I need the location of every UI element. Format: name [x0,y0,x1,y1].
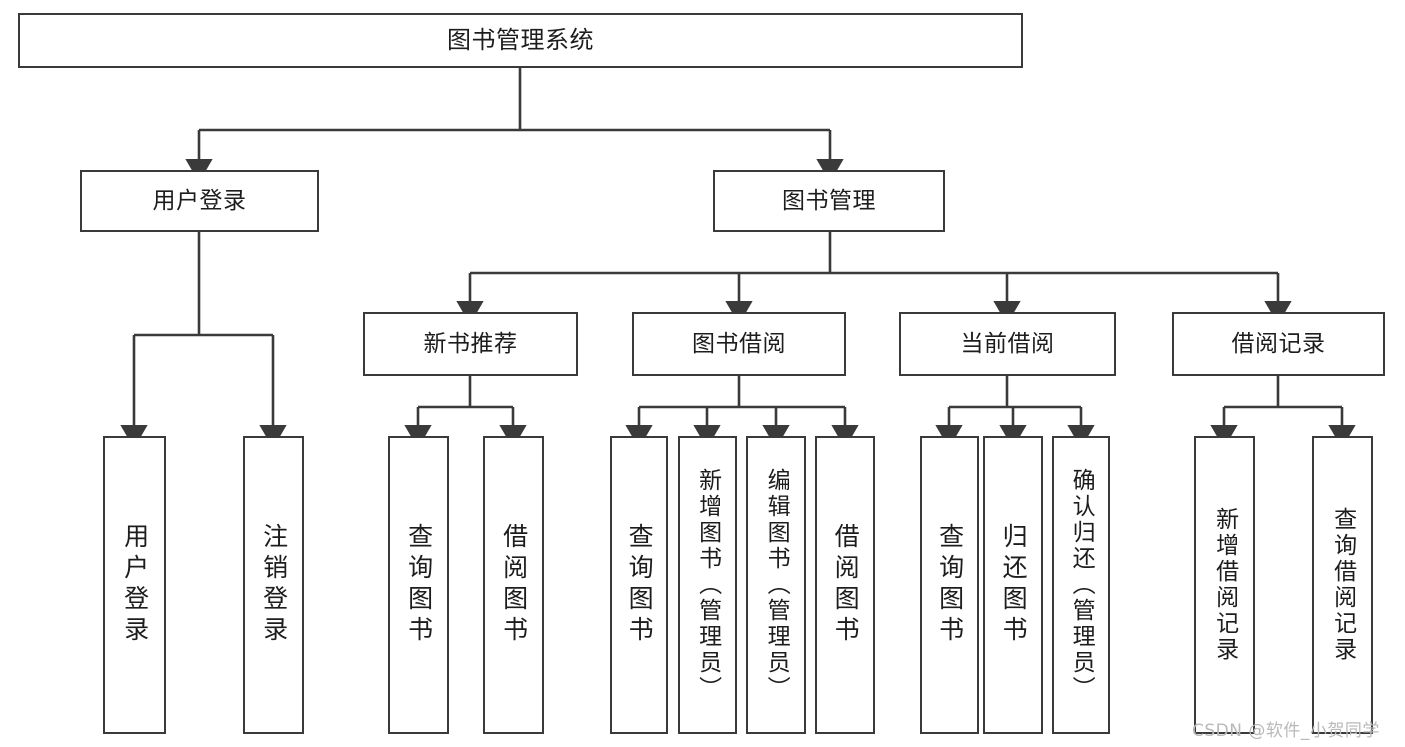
leaf-current-borrow-confirm-return-admin[interactable]: 确认归还（管理员） [1052,436,1110,734]
leaf-user-login[interactable]: 用户登录 [103,436,166,734]
node-label: 查询图书 [935,523,965,647]
node-label: 查询图书 [625,523,655,647]
node-book-borrowing[interactable]: 图书借阅 [632,312,846,376]
leaf-book-borrow-query-book[interactable]: 查询图书 [610,436,668,734]
node-label: 编辑图书（管理员） [763,468,790,702]
leaf-new-book-query-book[interactable]: 查询图书 [388,436,449,734]
leaf-book-borrow-borrow-book[interactable]: 借阅图书 [815,436,875,734]
node-new-book-recommendation[interactable]: 新书推荐 [363,312,578,376]
leaf-borrow-record-query-record[interactable]: 查询借阅记录 [1312,436,1373,734]
node-label: 图书管理 [782,187,876,214]
leaf-current-borrow-return-book[interactable]: 归还图书 [983,436,1043,734]
leaf-new-book-borrow-book[interactable]: 借阅图书 [483,436,544,734]
node-borrowing-record[interactable]: 借阅记录 [1172,312,1385,376]
node-label: 新增借阅记录 [1211,507,1238,663]
node-label: 借阅记录 [1231,330,1326,357]
node-book-management[interactable]: 图书管理 [713,170,945,232]
node-label: 查询图书 [404,523,434,647]
node-current-borrowing[interactable]: 当前借阅 [899,312,1116,376]
node-label: 注销登录 [259,523,289,647]
node-user-login[interactable]: 用户登录 [80,170,319,232]
node-root-book-management-system[interactable]: 图书管理系统 [18,13,1023,68]
node-label: 用户登录 [120,523,150,647]
node-label: 图书管理系统 [447,25,594,54]
node-label: 查询借阅记录 [1329,507,1356,663]
node-label: 归还图书 [999,523,1029,647]
node-label: 当前借阅 [960,330,1055,357]
node-label: 图书借阅 [692,330,786,357]
node-label: 新书推荐 [423,330,518,357]
node-label: 借阅图书 [499,523,529,647]
leaf-book-borrow-edit-book-admin[interactable]: 编辑图书（管理员） [746,436,806,734]
leaf-current-borrow-query-book[interactable]: 查询图书 [920,436,979,734]
leaf-book-borrow-add-book-admin[interactable]: 新增图书（管理员） [678,436,737,734]
csdn-watermark: CSDN @软件_小贺同学 [1192,721,1380,741]
leaf-borrow-record-add-record[interactable]: 新增借阅记录 [1194,436,1255,734]
node-label: 借阅图书 [831,523,861,647]
node-label: 用户登录 [152,187,247,214]
node-label: 新增图书（管理员） [694,468,721,702]
node-label: 确认归还（管理员） [1068,468,1095,702]
leaf-logout[interactable]: 注销登录 [243,436,304,734]
